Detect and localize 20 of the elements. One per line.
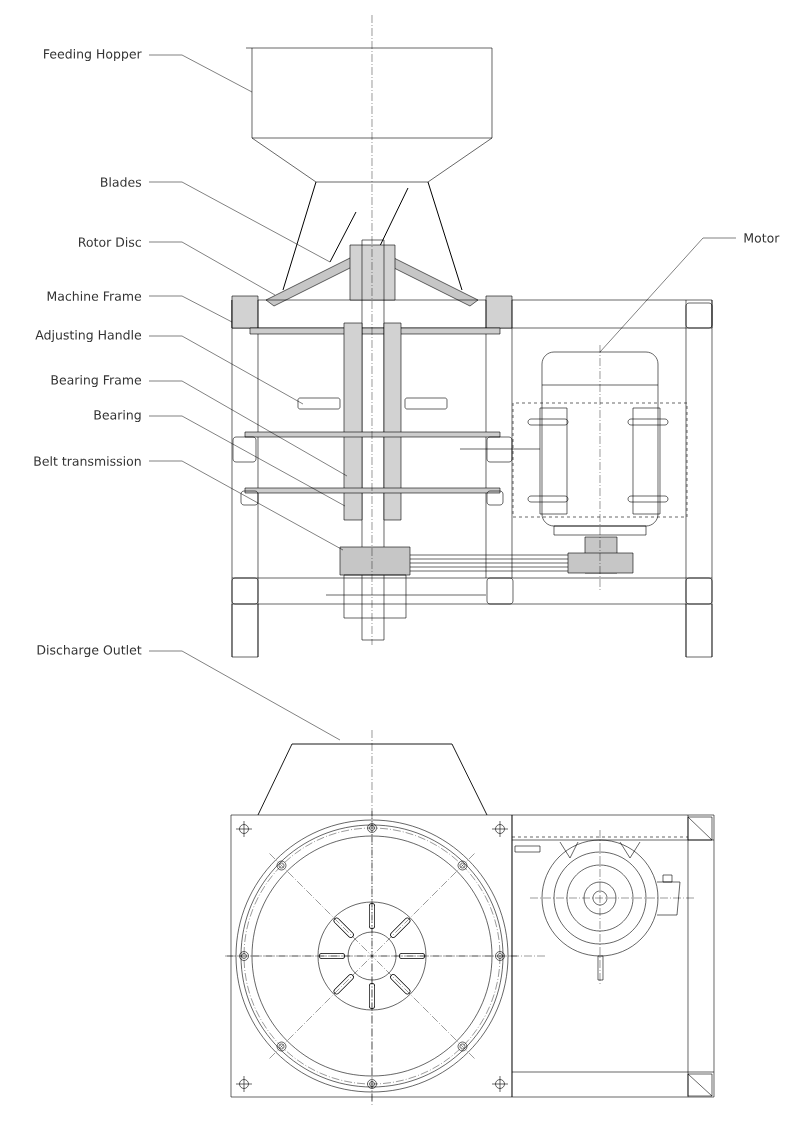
part-label: Bearing Frame — [51, 374, 142, 388]
part-label: Rotor Disc — [79, 237, 141, 247]
leader-line — [148, 335, 304, 405]
leader-line — [148, 295, 233, 323]
leader-line — [148, 241, 276, 296]
part-label: Motor — [744, 233, 780, 243]
part-label: Feeding Hopper — [44, 48, 142, 62]
leader-line — [599, 237, 737, 353]
part-label: Adjusting Handle — [35, 329, 142, 343]
leader-line — [148, 650, 341, 741]
part-label: Discharge Outlet — [37, 644, 142, 658]
part-label: Machine Frame — [47, 291, 142, 301]
leader-line — [148, 181, 331, 263]
leader-line — [148, 380, 348, 477]
part-label: Blades — [101, 177, 142, 187]
leader-line — [148, 54, 253, 93]
leader-line — [148, 460, 344, 551]
part-label: Belt transmission — [34, 456, 141, 466]
leader-line — [148, 415, 346, 507]
part-label: Bearing — [94, 409, 141, 423]
